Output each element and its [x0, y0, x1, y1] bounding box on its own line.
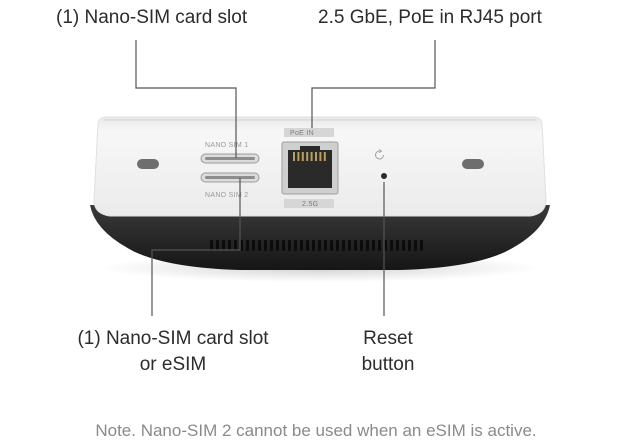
rj45-pin: [315, 152, 317, 161]
device-base: [90, 205, 550, 270]
vent-slat: [306, 240, 309, 251]
vent-slat: [246, 240, 249, 251]
vent-slat: [348, 240, 351, 251]
vent-slat: [330, 240, 333, 251]
vent-slat: [402, 240, 405, 251]
footnote: Note. Nano-SIM 2 cannot be used when an …: [95, 421, 537, 440]
sim2-marking: NANO SIM 2: [205, 192, 248, 199]
rj45-pin: [293, 152, 295, 161]
rj45-pin: [297, 152, 300, 161]
vent-slat: [366, 240, 369, 251]
vent-slat: [294, 240, 297, 251]
reset-icon: [375, 149, 384, 160]
vent-grille: [210, 240, 423, 251]
reset-button[interactable]: [381, 173, 387, 179]
callout-sim2-slot: (1) Nano-SIM card slot or eSIM: [28, 326, 318, 378]
sim1-marking: NANO SIM 1: [205, 142, 248, 149]
callout-rj45-port: 2.5 GbE, PoE in RJ45 port: [318, 7, 542, 28]
vent-slat: [228, 240, 231, 251]
callout-reset-line2: button: [361, 354, 415, 375]
vent-slat: [258, 240, 261, 251]
vent-slat: [300, 240, 303, 251]
vent-slat: [318, 240, 321, 251]
vent-slat: [384, 240, 387, 251]
vent-slat: [414, 240, 417, 251]
leader-port: [311, 40, 436, 128]
vent-slat: [288, 240, 291, 251]
vent-slat: [222, 240, 225, 251]
vent-slat: [234, 240, 237, 251]
vent-slat: [282, 240, 285, 251]
callout-sim2-line2: or eSIM: [139, 354, 207, 375]
vent-slat: [216, 240, 219, 251]
vent-slat: [312, 240, 315, 251]
vent-slat: [390, 240, 393, 251]
rj45-pin: [323, 152, 326, 161]
vent-slat: [360, 240, 363, 251]
rj45-pin: [319, 152, 322, 161]
leader-sim1: [135, 40, 237, 158]
callout-reset-line1: Reset: [363, 328, 413, 349]
callout-sim2-line1: (1) Nano-SIM card slot: [77, 328, 269, 349]
vent-slat: [210, 240, 213, 251]
callout-reset-button: Reset button: [338, 326, 438, 378]
vent-slat: [342, 240, 345, 251]
vent-slat: [240, 240, 243, 251]
callout-sim1-slot: (1) Nano-SIM card slot: [56, 7, 248, 28]
leader-sim2: [151, 178, 241, 316]
left-pill-indicator: [137, 159, 159, 169]
vent-slat: [378, 240, 381, 251]
vent-slat: [270, 240, 273, 251]
vent-slat: [396, 240, 399, 251]
vent-slat: [420, 240, 423, 251]
vent-slat: [372, 240, 375, 251]
poe-marking-bg: [284, 128, 334, 137]
vent-slat: [252, 240, 255, 251]
leader-lines: [135, 40, 436, 316]
rj45-pin: [306, 152, 309, 161]
speed-marking: 2.5G: [302, 201, 318, 208]
rj45-pin: [301, 152, 304, 161]
vent-slat: [264, 240, 267, 251]
rj45-pins: [293, 152, 326, 161]
vent-slat: [354, 240, 357, 251]
speed-marking-bg: [284, 199, 334, 208]
vent-slat: [324, 240, 327, 251]
vent-slat: [408, 240, 411, 251]
right-pill-indicator: [462, 159, 484, 169]
poe-marking: PoE IN: [290, 130, 314, 137]
vent-slat: [336, 240, 339, 251]
vent-slat: [276, 240, 279, 251]
rj45-pin: [310, 152, 313, 161]
